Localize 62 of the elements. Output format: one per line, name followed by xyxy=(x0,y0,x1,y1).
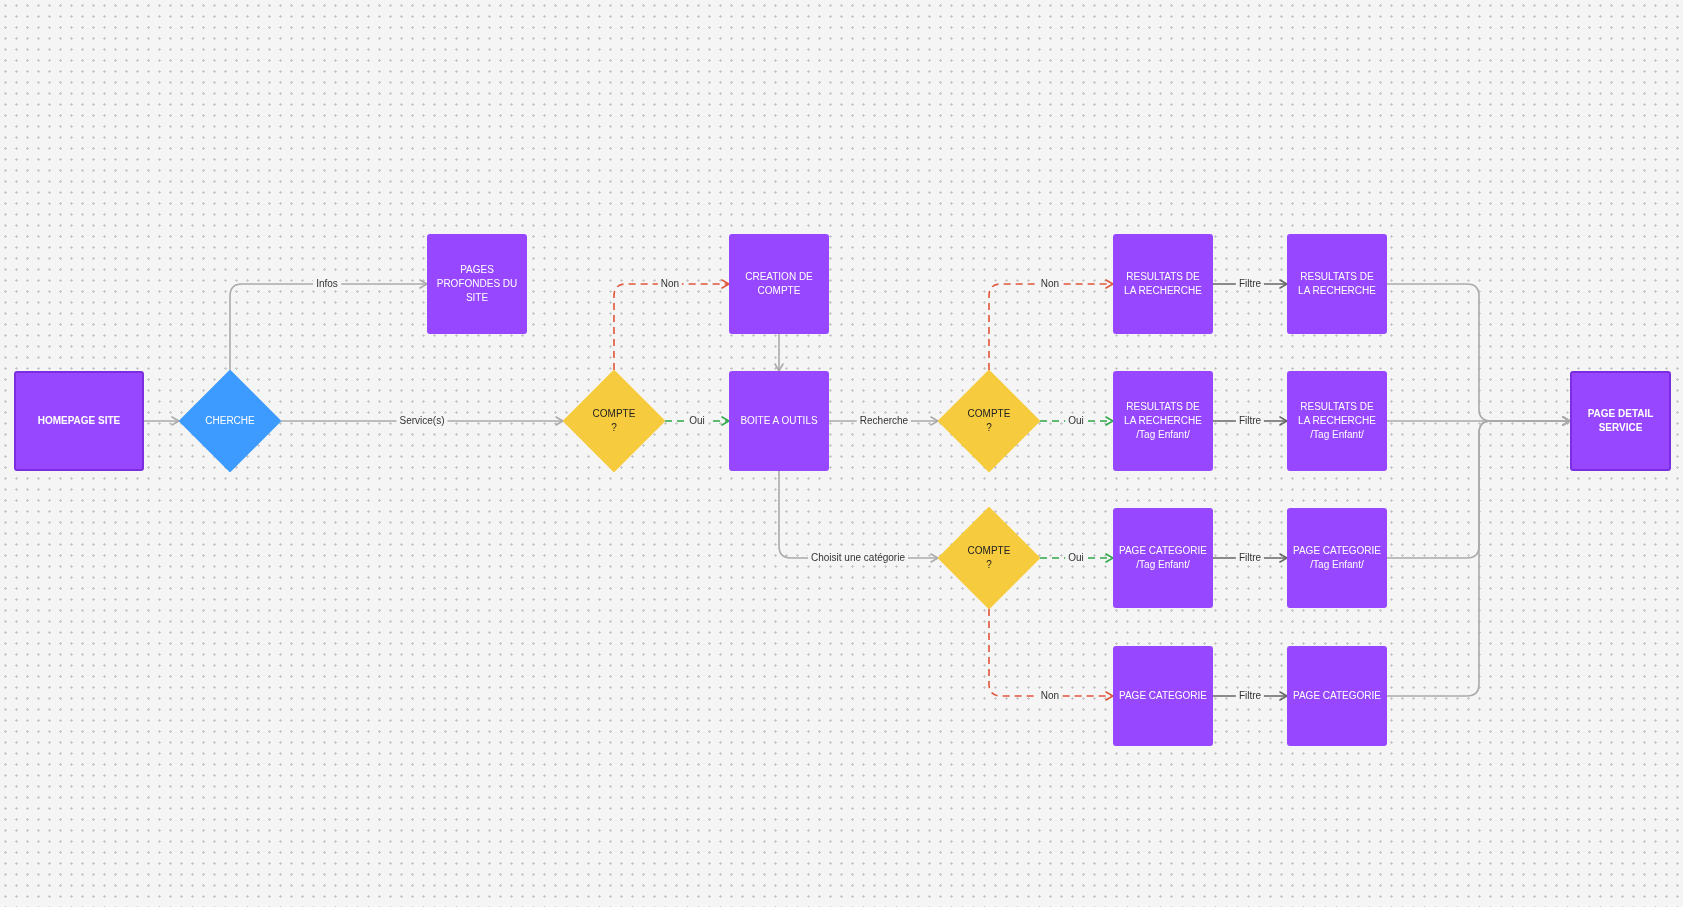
process-box xyxy=(14,371,144,471)
node-text: /Tag Enfant/ xyxy=(1310,428,1364,442)
edge-label: Non xyxy=(657,278,683,290)
process-box xyxy=(427,234,527,334)
node-text: PAGE CATEGORIE xyxy=(1293,689,1381,703)
node-text: PAGE CATEGORIE xyxy=(1293,544,1381,558)
decision-diamond xyxy=(938,370,1040,472)
edge-label: Infos xyxy=(313,278,341,290)
edge-label: Oui xyxy=(1065,415,1087,427)
arrow xyxy=(774,333,784,372)
node-text: PAGES PROFONDES DU SITE xyxy=(435,263,519,305)
edge-label: Filtre xyxy=(1235,278,1265,290)
node-text: PAGE CATEGORIE xyxy=(1119,689,1207,703)
arrow xyxy=(664,416,730,426)
process-box xyxy=(1287,234,1387,334)
edge-label: Filtre xyxy=(1235,415,1265,427)
arrow xyxy=(229,279,428,371)
edge-label: Filtre xyxy=(1235,690,1265,702)
arrow xyxy=(988,279,1114,371)
process-box xyxy=(1113,508,1213,608)
process-box xyxy=(729,371,829,471)
node-text: PAGE CATEGORIE xyxy=(1119,544,1207,558)
node-text: /Tag Enfant/ xyxy=(1310,558,1364,572)
node-text: COMPTE ? xyxy=(967,544,1011,572)
edge-label: Service(s) xyxy=(396,415,448,427)
decision-diamond xyxy=(563,370,665,472)
arrow xyxy=(988,608,1114,701)
process-box xyxy=(1287,646,1387,746)
edge-label: Oui xyxy=(1065,552,1087,564)
decision-diamond xyxy=(179,370,281,472)
node-text: PAGE DETAIL SERVICE xyxy=(1586,407,1655,435)
node-text: CREATION DE COMPTE xyxy=(744,270,814,298)
process-box xyxy=(1113,646,1213,746)
edge-label: Non xyxy=(1037,278,1063,290)
node-text: CHERCHE xyxy=(205,414,255,428)
arrow xyxy=(1386,416,1571,697)
process-box xyxy=(729,234,829,334)
arrow xyxy=(1039,416,1114,426)
node-text: RESULTATS DE LA RECHERCHE xyxy=(1297,400,1377,428)
node-text: /Tag Enfant/ xyxy=(1136,558,1190,572)
edge-label: Filtre xyxy=(1235,552,1265,564)
process-box xyxy=(1113,234,1213,334)
edge-label: Oui xyxy=(686,415,708,427)
node-text: BOITE A OUTILS xyxy=(740,414,818,428)
node-text: RESULTATS DE LA RECHERCHE xyxy=(1297,270,1377,298)
node-text: COMPTE ? xyxy=(592,407,636,435)
node-text: RESULTATS DE LA RECHERCHE xyxy=(1123,400,1203,428)
node-text: RESULTATS DE LA RECHERCHE xyxy=(1123,270,1203,298)
process-box xyxy=(1287,508,1387,608)
arrow xyxy=(143,416,180,426)
arrow xyxy=(613,279,730,371)
decision-diamond xyxy=(938,507,1040,609)
edge-label: Non xyxy=(1037,690,1063,702)
process-box xyxy=(1570,371,1671,471)
edge-label: Recherche xyxy=(856,415,912,427)
process-box xyxy=(1287,371,1387,471)
edge-label: Choisit une catégorie xyxy=(808,552,908,564)
node-text: COMPTE ? xyxy=(967,407,1011,435)
node-text: HOMEPAGE SITE xyxy=(37,414,121,428)
process-box xyxy=(1113,371,1213,471)
node-text: /Tag Enfant/ xyxy=(1136,428,1190,442)
arrow xyxy=(1039,553,1114,563)
